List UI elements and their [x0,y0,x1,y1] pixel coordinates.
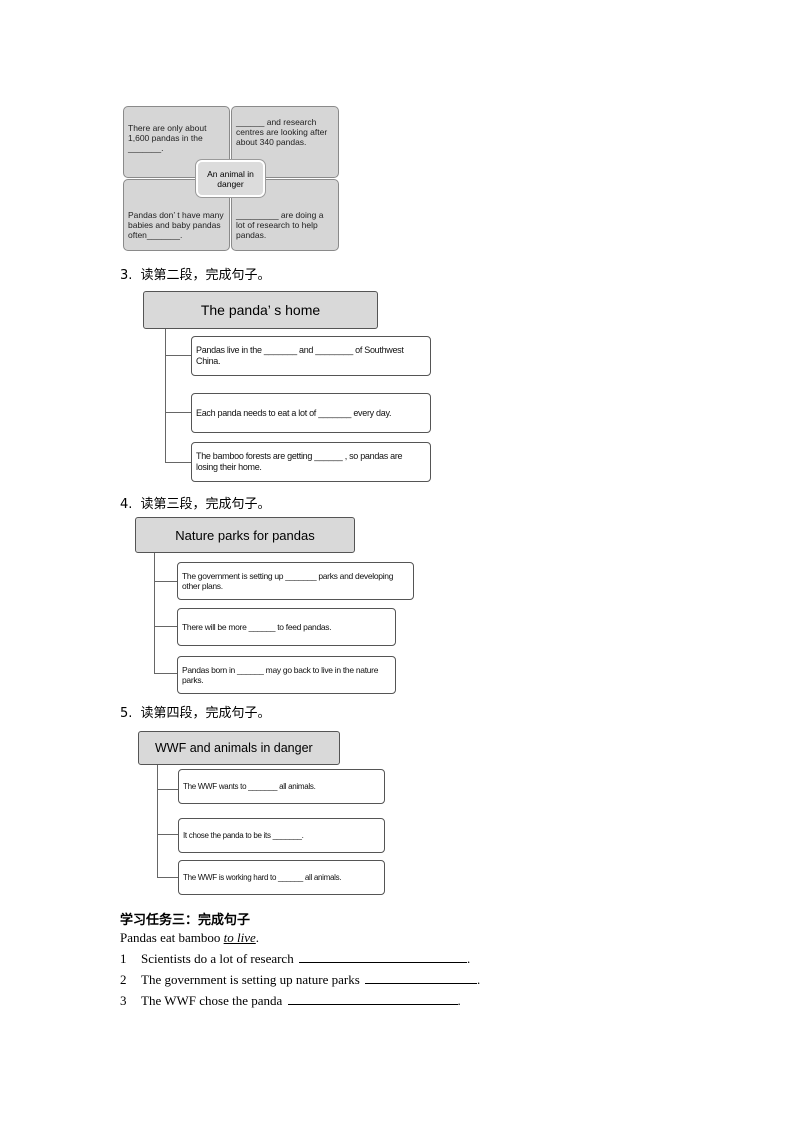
task3-sentence-1-text: Scientists do a lot of research [141,951,294,966]
q5-number: 5. [120,706,133,721]
task3-example-suffix: . [255,930,260,945]
quad-top-left: There are only about 1,600 pandas in the… [123,106,230,178]
q5-heading: WWF and animals in danger [155,741,313,755]
q4-item-1: The government is setting up _______ par… [177,562,414,600]
task3-sentence-1-num: 1 [120,951,127,966]
task3-sentence-3-num: 3 [120,993,127,1008]
task3-answer-blank-2[interactable] [365,972,478,984]
q3-item-3-text: The bamboo forests are getting ______ , … [196,451,403,472]
q5-connector-3 [157,877,178,878]
quad-center-text: An animal in danger [207,168,254,189]
q3-connector-1 [165,355,191,356]
q3-connector-2 [165,412,191,413]
q4-connector-3 [154,673,177,674]
q5-header: 5. 读第四段，完成句子。 [120,702,271,721]
q4-item-3-text: Pandas born in ______ may go back to liv… [182,665,379,685]
quad-bottom-left-text: Pandas don’ t have many babies and baby … [128,210,224,240]
q3-instruction: 读第二段，完成句子。 [140,268,271,283]
q4-item-2-text: There will be more ______ to feed pandas… [182,622,332,632]
q5-item-3-text: The WWF is working hard to ______ all an… [183,872,342,882]
q5-item-3: The WWF is working hard to ______ all an… [178,860,385,895]
quad-top-right-text: ______ and research centres are looking … [236,117,328,147]
q4-heading: Nature parks for pandas [175,527,315,543]
q5-item-1-text: The WWF wants to _______ all animals. [183,781,316,791]
q5-heading-box: WWF and animals in danger [138,731,340,765]
q3-number: 3. [120,268,133,283]
q4-instruction: 读第三段，完成句子。 [140,497,271,512]
q5-instruction: 读第四段，完成句子。 [140,706,271,721]
q4-connector-2 [154,626,177,627]
q5-connector-1 [157,789,178,790]
q4-header: 4. 读第三段，完成句子。 [120,493,271,512]
q3-item-2: Each panda needs to eat a lot of _______… [191,393,431,433]
q4-item-1-text: The government is setting up _______ par… [182,571,394,591]
quad-top-left-text: There are only about 1,600 pandas in the… [128,123,207,153]
task3-example-prefix: Pandas eat bamboo [120,930,224,945]
task3-answer-blank-1[interactable] [298,951,467,963]
q5-item-2: It chose the panda to be its _______. [178,818,385,853]
task3-sentence-2-text: The government is setting up nature park… [141,972,360,987]
q5-item-2-text: It chose the panda to be its _______. [183,830,304,840]
q3-item-3: The bamboo forests are getting ______ , … [191,442,431,482]
task3-title: 学习任务三：完成句子 [120,913,251,928]
q3-connector-vertical [165,329,166,463]
quad-center-box: An animal in danger [196,160,265,197]
q4-number: 4. [120,497,133,512]
q4-item-2: There will be more ______ to feed pandas… [177,608,396,646]
q3-heading-box: The panda’ s home [143,291,378,329]
q5-item-1: The WWF wants to _______ all animals. [178,769,385,804]
q3-connector-3 [165,462,191,463]
task3-answer-blank-3[interactable] [287,993,458,1005]
q4-heading-box: Nature parks for pandas [135,517,355,553]
task3-sentence-2-num: 2 [120,972,127,987]
quad-bottom-right-text: _________ are doing a lot of research to… [236,210,324,240]
q5-connector-2 [157,834,178,835]
q3-header: 3. 读第二段，完成句子。 [120,264,271,283]
q3-item-1: Pandas live in the _______ and ________ … [191,336,431,376]
q4-connector-1 [154,581,177,582]
q3-item-1-text: Pandas live in the _______ and ________ … [196,345,404,366]
task3-example-emph: to live [223,930,256,945]
task3-sentence-3-text: The WWF chose the panda [141,993,283,1008]
q3-item-2-text: Each panda needs to eat a lot of _______… [196,407,392,418]
q5-connector-vertical [157,765,158,878]
q4-connector-vertical [154,553,155,673]
task3-sentence-2: 2 The government is setting up nature par… [120,972,481,987]
task3-example: Pandas eat bamboo to live. [120,930,259,946]
q3-heading: The panda’ s home [200,302,321,318]
q4-item-3: Pandas born in ______ may go back to liv… [177,656,396,694]
